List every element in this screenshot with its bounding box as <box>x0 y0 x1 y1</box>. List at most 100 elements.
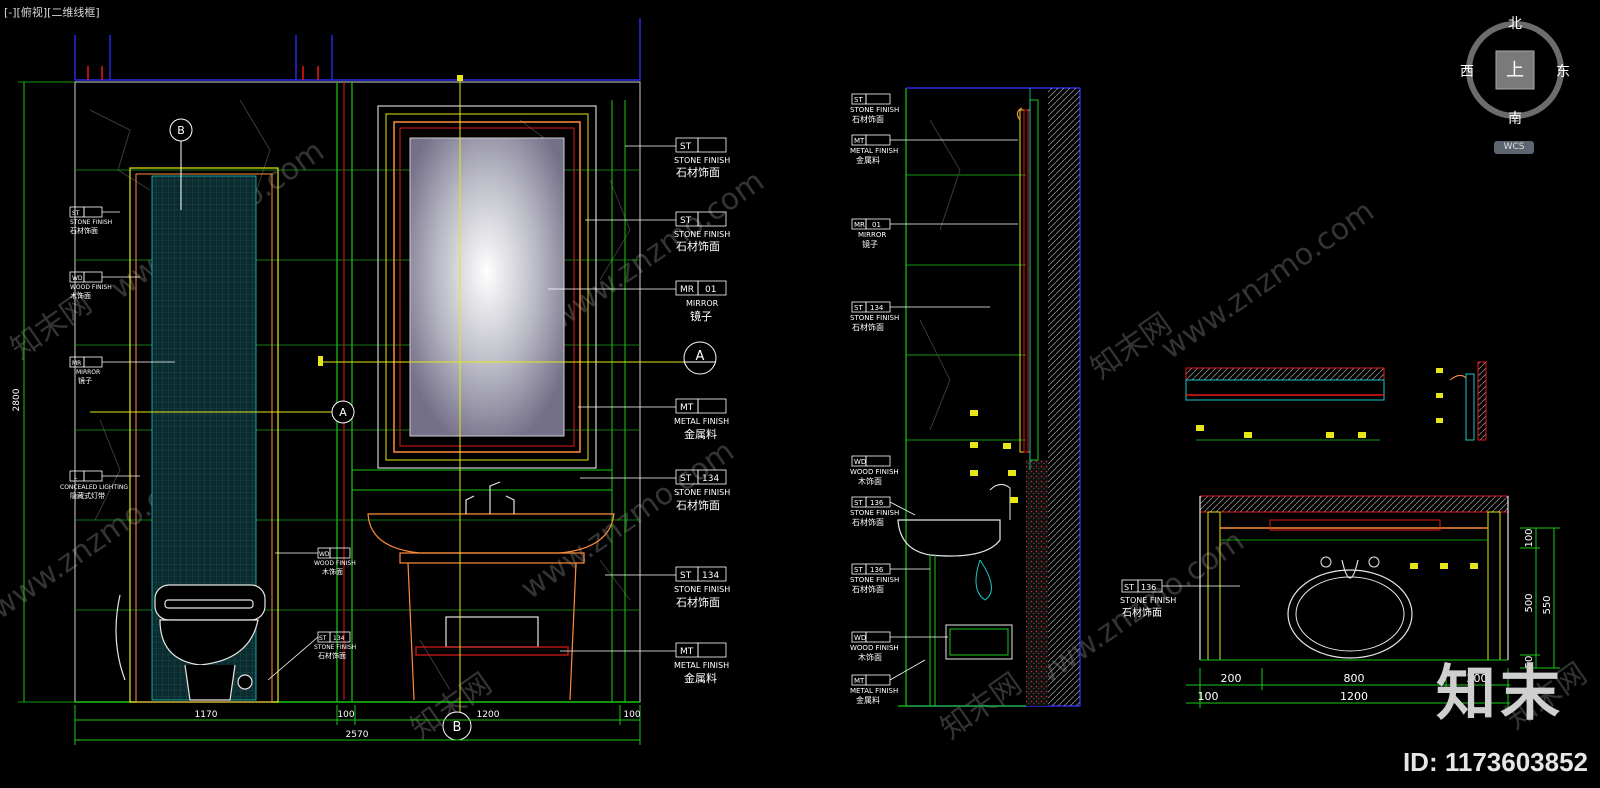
left-tag-2: MR MIRROR 镜子 <box>69 356 175 385</box>
brand-logo: 知末 <box>1436 659 1564 729</box>
svg-text:MR: MR <box>72 360 81 367</box>
section-tag-6: ST 136 STONE FINISH 石材饰面 <box>850 563 930 594</box>
svg-text:01: 01 <box>705 285 716 295</box>
svg-text:WD: WD <box>854 458 866 466</box>
svg-text:WOOD FINISH: WOOD FINISH <box>314 560 356 567</box>
dim-bottom-0: 1170 <box>195 710 218 720</box>
svg-text:MR: MR <box>854 221 865 229</box>
svg-text:STONE FINISH: STONE FINISH <box>850 509 899 517</box>
svg-text:石材饰面: 石材饰面 <box>852 322 884 332</box>
svg-text:ST: ST <box>854 96 863 104</box>
id-label: ID: 1173603852 <box>1402 747 1588 777</box>
left-elevation: B A A B 2800 1170 100 1200 100 2570 <box>12 18 730 745</box>
wcs-button[interactable]: WCS <box>1494 141 1534 154</box>
svg-text:CONCEALED LIGHTING: CONCEALED LIGHTING <box>60 484 128 491</box>
svg-text:WOOD FINISH: WOOD FINISH <box>70 284 112 291</box>
svg-text:METAL FINISH: METAL FINISH <box>850 687 898 695</box>
svg-text:STONE FINISH: STONE FINISH <box>674 156 730 165</box>
svg-text:MT: MT <box>854 677 865 685</box>
svg-text:100: 100 <box>1524 528 1535 547</box>
plan-dim2-0: 100 <box>1198 690 1219 703</box>
callout-b-bottom: B <box>453 720 462 735</box>
svg-text:136: 136 <box>1141 583 1156 592</box>
svg-text:镜子: 镜子 <box>78 376 92 385</box>
svg-text:石材饰面: 石材饰面 <box>852 584 884 594</box>
inner-tag-1: ST 134 STONE FINISH 石材饰面 <box>267 631 356 681</box>
svg-text:MT: MT <box>854 137 865 145</box>
right-tag-4: ST 134 STONE FINISH 石材饰面 <box>580 469 730 512</box>
dim-bottom-1: 100 <box>337 710 354 720</box>
left-tag-1: WD WOOD FINISH 木饰面 <box>69 271 140 300</box>
svg-text:STONE FINISH: STONE FINISH <box>850 576 899 584</box>
svg-text:MIRROR: MIRROR <box>686 299 719 308</box>
section-tag-3: ST 134 STONE FINISH 石材饰面 <box>850 301 990 332</box>
left-tag-3: L CONCEALED LIGHTING 隐藏式灯带 <box>60 470 140 500</box>
svg-text:STONE FINISH: STONE FINISH <box>850 106 899 114</box>
svg-text:MT: MT <box>680 647 694 657</box>
dim-bottom-2: 1200 <box>477 710 500 720</box>
svg-text:石材饰面: 石材饰面 <box>70 226 98 235</box>
dim-total: 2570 <box>346 730 369 740</box>
svg-text:WD: WD <box>319 551 330 558</box>
toilet-drawing <box>115 584 266 701</box>
svg-text:134: 134 <box>333 635 345 642</box>
viewcube-west: 西 <box>1460 64 1474 80</box>
svg-text:L: L <box>74 474 78 481</box>
viewcube[interactable]: 上 北 南 西 东 <box>1460 16 1570 127</box>
svg-text:134: 134 <box>870 304 884 312</box>
svg-text:MIRROR: MIRROR <box>858 231 886 239</box>
svg-text:金属料: 金属料 <box>856 155 880 165</box>
svg-text:ST: ST <box>72 210 80 217</box>
svg-text:木饰面: 木饰面 <box>70 291 91 300</box>
viewport-label[interactable]: [-][俯视][二维线框] <box>4 6 100 19</box>
svg-text:STONE FINISH: STONE FINISH <box>1120 596 1176 605</box>
dim-bottom-3: 100 <box>623 710 640 720</box>
svg-text:ST: ST <box>854 499 863 507</box>
svg-text:镜子: 镜子 <box>862 239 878 249</box>
right-tag-1: ST STONE FINISH 石材饰面 <box>585 211 730 253</box>
svg-text:134: 134 <box>702 571 719 581</box>
plan-dim-1: 800 <box>1344 672 1365 685</box>
svg-text:木饰面: 木饰面 <box>322 567 343 576</box>
viewcube-north: 北 <box>1508 16 1522 32</box>
svg-text:镜子: 镜子 <box>690 309 712 323</box>
dim-height: 2800 <box>12 388 22 411</box>
svg-text:WD: WD <box>854 634 866 642</box>
svg-text:木饰面: 木饰面 <box>858 652 882 662</box>
svg-text:STONE FINISH: STONE FINISH <box>314 644 356 651</box>
svg-text:金属料: 金属料 <box>684 671 717 685</box>
plan-dim-0: 200 <box>1221 672 1242 685</box>
svg-text:MR: MR <box>680 285 694 295</box>
svg-text:136: 136 <box>870 499 884 507</box>
viewcube-face <box>1495 50 1535 90</box>
detail-strip-top <box>1185 367 1385 441</box>
section-tag-1: MT METAL FINISH 金属料 <box>850 134 1018 165</box>
svg-text:石材饰面: 石材饰面 <box>676 165 720 179</box>
svg-text:STONE FINISH: STONE FINISH <box>850 314 899 322</box>
callout-a-right: A <box>696 349 705 364</box>
svg-text:500: 500 <box>1524 593 1535 612</box>
section-tag-2: MR 01 MIRROR 镜子 <box>851 218 1018 249</box>
svg-text:ST: ST <box>854 566 863 574</box>
svg-text:石材饰面: 石材饰面 <box>1122 606 1162 619</box>
right-tag-5: ST 134 STONE FINISH 石材饰面 <box>605 566 730 609</box>
section-tag-0: ST STONE FINISH 石材饰面 <box>850 93 899 124</box>
svg-text:ST: ST <box>1124 583 1134 592</box>
svg-text:石材饰面: 石材饰面 <box>852 114 884 124</box>
vanity-drawing <box>367 481 615 701</box>
plan-dim-2: 200 <box>1467 672 1488 685</box>
plan-dim2-1: 1200 <box>1340 690 1368 703</box>
watermark-text: www.znzmo.com <box>545 164 771 337</box>
viewcube-south: 南 <box>1508 111 1522 127</box>
svg-text:STONE FINISH: STONE FINISH <box>674 488 730 497</box>
svg-text:石材饰面: 石材饰面 <box>676 239 720 253</box>
svg-text:METAL FINISH: METAL FINISH <box>850 147 898 155</box>
svg-text:金属料: 金属料 <box>684 427 717 441</box>
svg-text:ST: ST <box>680 216 692 226</box>
svg-text:MT: MT <box>680 403 694 413</box>
svg-text:ST: ST <box>319 635 327 642</box>
svg-text:石材饰面: 石材饰面 <box>676 498 720 512</box>
detail-strip-small <box>1436 361 1487 441</box>
svg-text:ST: ST <box>854 304 863 312</box>
